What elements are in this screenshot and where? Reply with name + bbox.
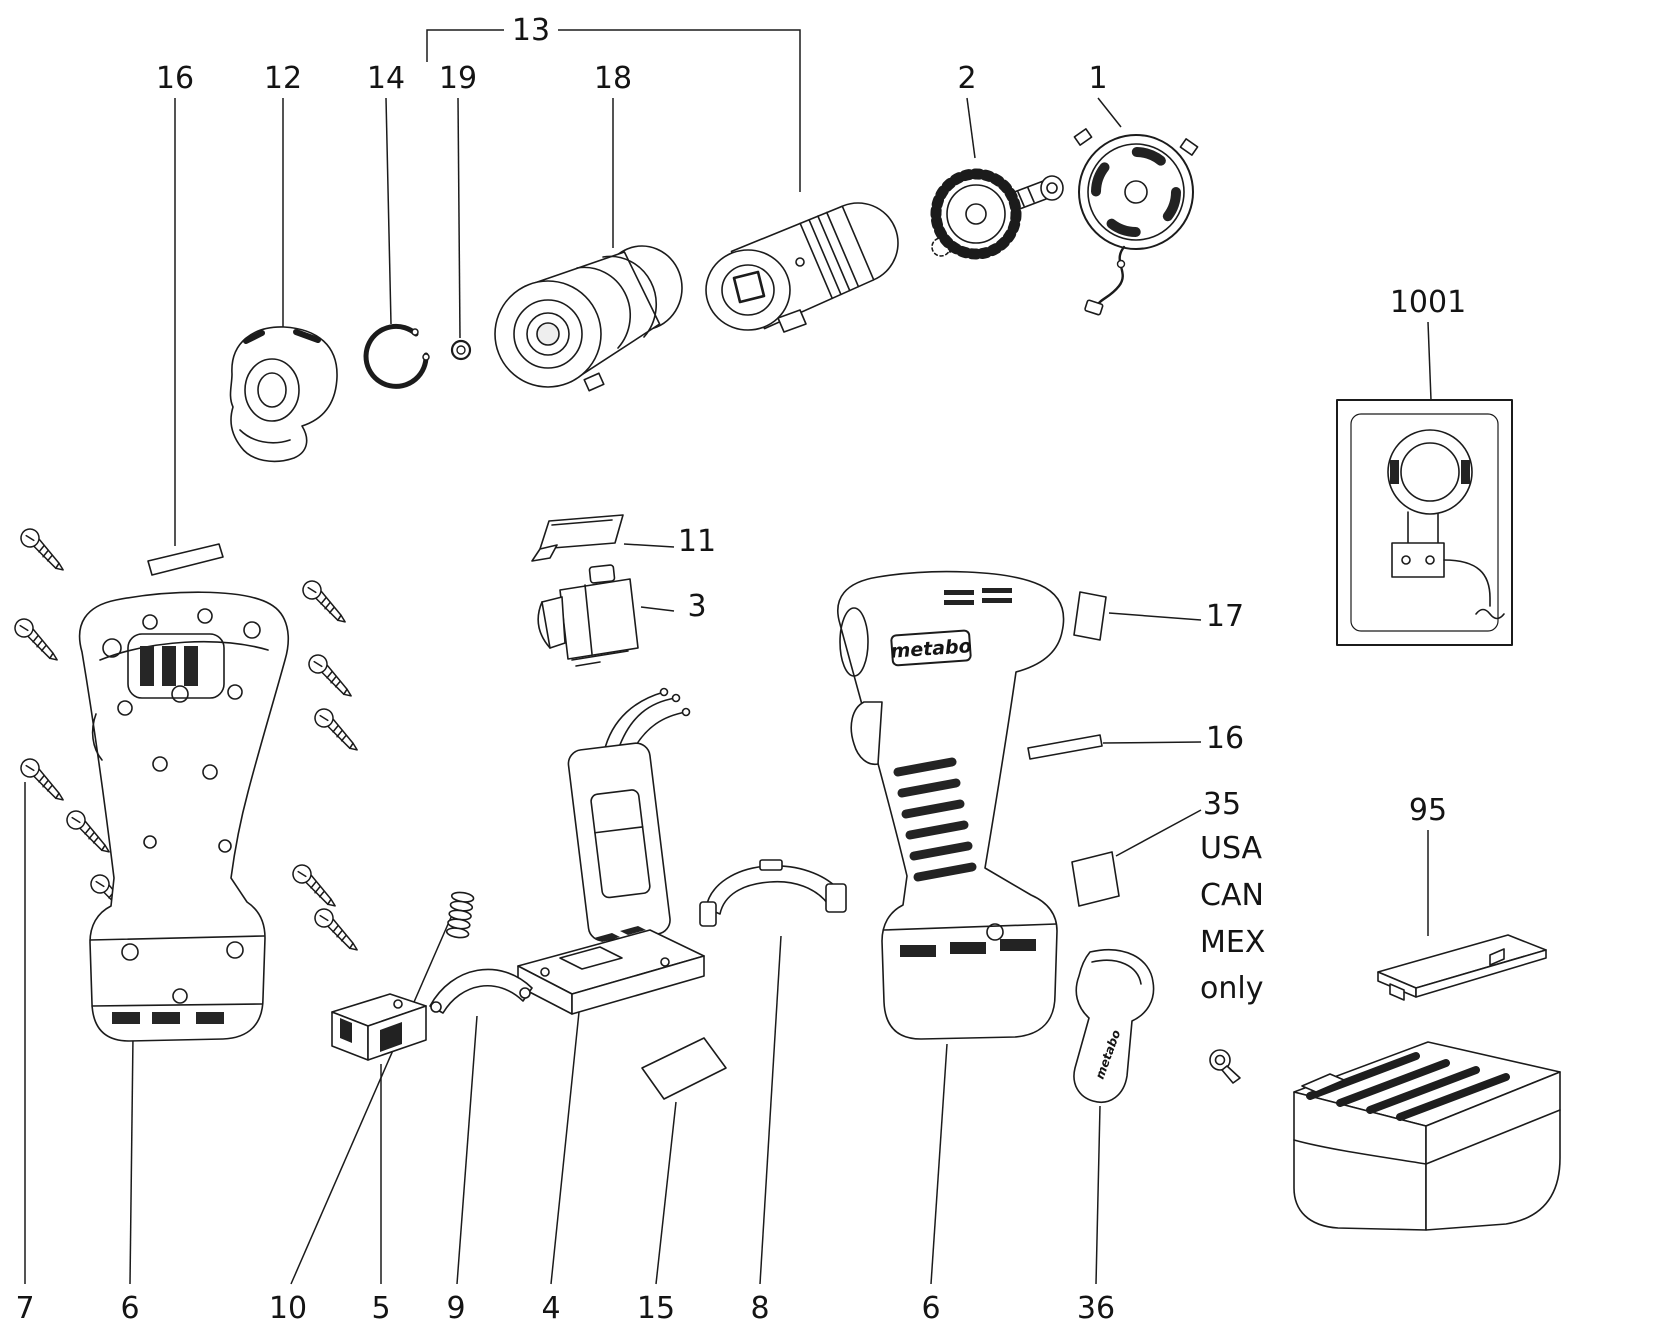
callout-6-left: 6 xyxy=(120,1291,139,1326)
callout-18: 18 xyxy=(594,61,632,96)
callout-95: 95 xyxy=(1409,793,1447,828)
note-usa: USA xyxy=(1200,831,1263,866)
part-14-retaining-ring xyxy=(363,323,430,389)
callout-1001: 1001 xyxy=(1390,285,1466,320)
part-11-button xyxy=(531,514,624,562)
part-6-left-housing-half xyxy=(78,591,290,1042)
part-10-spring xyxy=(445,891,475,939)
part-36-screw xyxy=(1209,1049,1241,1084)
part-6-right-housing: metabo xyxy=(837,570,1065,1040)
callout-6-right: 6 xyxy=(921,1291,940,1326)
callout-10: 10 xyxy=(269,1291,307,1326)
part-2-rotor xyxy=(930,168,1064,260)
part-5-battery-latch xyxy=(331,993,427,1061)
label-16-sticker-right xyxy=(1027,734,1103,760)
note-only: only xyxy=(1200,971,1263,1006)
part-12-nose-cap xyxy=(229,326,338,463)
label-17-sticker xyxy=(1073,591,1107,641)
label-35-sticker xyxy=(1071,851,1120,907)
part-13-anvil-assembly xyxy=(705,202,899,333)
callout-3: 3 xyxy=(687,589,706,624)
callout-7: 7 xyxy=(15,1291,34,1326)
callout-35: 35 xyxy=(1203,787,1241,822)
part-18-impact-housing xyxy=(494,245,683,392)
callout-9: 9 xyxy=(446,1291,465,1326)
callout-11: 11 xyxy=(678,524,716,559)
note-mex: MEX xyxy=(1200,925,1265,960)
part-36-belt-hook: metabo xyxy=(1073,948,1155,1103)
callout-15: 15 xyxy=(637,1291,675,1326)
callout-16-right: 16 xyxy=(1206,721,1244,756)
callout-19: 19 xyxy=(439,61,477,96)
callout-12: 12 xyxy=(264,61,302,96)
callout-36: 36 xyxy=(1077,1291,1115,1326)
part-1-motor xyxy=(1073,128,1199,316)
callout-labels: 13 16 12 14 19 18 2 1 1001 11 3 17 16 35… xyxy=(15,13,1466,1326)
callout-14: 14 xyxy=(367,61,405,96)
part-15-label-sheet xyxy=(641,1037,727,1100)
callout-2: 2 xyxy=(957,61,976,96)
leader-lines xyxy=(24,29,1432,1285)
callout-16-top: 16 xyxy=(156,61,194,96)
part-4-base-plate xyxy=(517,926,705,1015)
callout-13: 13 xyxy=(512,13,550,48)
callout-8: 8 xyxy=(750,1291,769,1326)
callout-17: 17 xyxy=(1206,599,1244,634)
part-4-electronics-module xyxy=(567,687,691,942)
part-8-contact-clip xyxy=(699,859,847,927)
part-19-washer xyxy=(450,339,472,361)
callout-5: 5 xyxy=(371,1291,390,1326)
battery-pack xyxy=(1293,1041,1561,1231)
note-can: CAN xyxy=(1200,878,1264,913)
part-95-cover xyxy=(1377,934,1547,1001)
callout-4: 4 xyxy=(541,1291,560,1326)
label-16-sticker-left xyxy=(147,543,224,576)
part-9-rocker xyxy=(429,968,533,1014)
callout-1: 1 xyxy=(1088,61,1107,96)
part-3-switch xyxy=(537,564,639,667)
housing-logo: metabo xyxy=(890,629,972,667)
part-1001-switch-inset xyxy=(1336,399,1513,646)
